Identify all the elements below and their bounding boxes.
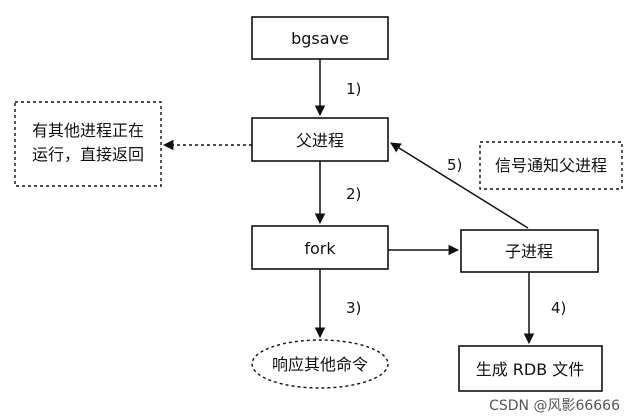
already-running-note: 有其他进程正在 运行，直接返回 xyxy=(14,101,162,187)
signal-parent-label: 信号通知父进程 xyxy=(495,156,607,175)
child-process-node: 子进程 xyxy=(460,229,599,273)
fork-label: fork xyxy=(304,239,336,258)
bgsave-node: bgsave xyxy=(251,16,389,60)
step-2-label: 2) xyxy=(346,185,361,203)
already-running-line-1: 有其他进程正在 xyxy=(32,121,144,140)
parent-process-label: 父进程 xyxy=(296,131,344,150)
generate-rdb-node: 生成 RDB 文件 xyxy=(458,345,603,392)
already-running-line-2: 运行，直接返回 xyxy=(32,145,144,164)
respond-other-commands-node: 响应其他命令 xyxy=(251,339,389,389)
watermark: CSDN @风影66666 xyxy=(489,398,620,414)
parent-process-node: 父进程 xyxy=(251,117,389,162)
step-1-label: 1) xyxy=(346,80,361,98)
child-process-label: 子进程 xyxy=(505,242,553,261)
fork-node: fork xyxy=(251,225,389,270)
step-4-label: 4) xyxy=(551,299,566,317)
generate-rdb-label: 生成 RDB 文件 xyxy=(476,360,585,379)
edge-child-to-parent xyxy=(390,142,529,229)
bgsave-label: bgsave xyxy=(291,29,349,48)
step-3-label: 3) xyxy=(346,299,361,317)
respond-other-commands-label: 响应其他命令 xyxy=(272,355,368,374)
signal-parent-note: 信号通知父进程 xyxy=(479,141,623,190)
step-5-label: 5) xyxy=(447,156,462,174)
